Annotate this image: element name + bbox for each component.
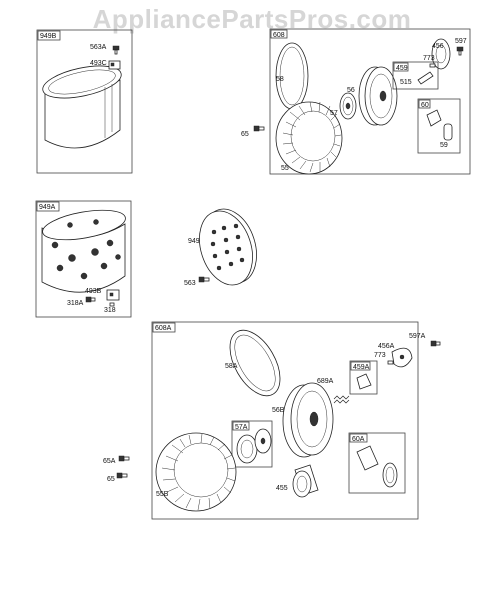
label-493c: 493C <box>90 60 107 67</box>
air-cleaner-screen-949 <box>199 208 257 286</box>
label-56: 56 <box>347 87 355 94</box>
panel-608a-frame <box>151 321 419 520</box>
label-455: 455 <box>276 485 288 492</box>
retainer-456 <box>431 38 451 70</box>
label-318: 318 <box>104 307 116 314</box>
label-456a: 456A <box>378 343 395 350</box>
label-493b: 493B <box>85 288 102 295</box>
box-459 <box>392 61 439 90</box>
retainer-456a <box>391 347 413 368</box>
spring-57 <box>339 92 357 120</box>
box-60a <box>348 432 406 494</box>
box-60a-tag <box>349 433 368 443</box>
label-318a: 318A <box>67 300 84 307</box>
label-55b: 55B <box>156 491 169 498</box>
label-55: 55 <box>281 165 289 172</box>
label-456: 456 <box>432 43 444 50</box>
label-459a: 459A <box>353 364 370 371</box>
screw-597a <box>430 340 441 347</box>
label-773b: 773 <box>374 352 386 359</box>
box-57a-tag <box>232 421 250 431</box>
pawl-459a <box>356 373 372 390</box>
screw-318 <box>109 302 115 307</box>
panel-608-frame <box>269 28 471 175</box>
pulley-56 <box>358 66 398 126</box>
pawl-515 <box>417 71 434 85</box>
screw-65 <box>253 125 265 132</box>
label-608: 608 <box>273 32 285 39</box>
screw-318a <box>85 296 96 303</box>
starter-handle-60a <box>356 445 398 488</box>
label-58: 58 <box>276 76 284 83</box>
label-597a: 597A <box>409 333 426 340</box>
box-459a-tag <box>350 361 371 371</box>
label-608a: 608A <box>155 325 172 332</box>
screw-563 <box>198 276 210 283</box>
box-60 <box>417 98 461 154</box>
washer-773 <box>429 63 436 68</box>
panel-608-tag <box>270 29 288 39</box>
panel-608: 608 58 55 <box>269 28 471 175</box>
label-65: 65 <box>241 131 249 138</box>
label-773: 773 <box>423 55 435 62</box>
label-563: 563 <box>184 280 196 287</box>
screw-65b <box>116 472 128 479</box>
pulley-56b <box>282 382 334 458</box>
bracket-493c <box>108 60 121 70</box>
label-459: 459 <box>396 65 408 72</box>
label-949a: 949A <box>39 204 56 211</box>
label-57a: 57A <box>235 424 248 431</box>
label-60: 60 <box>421 102 429 109</box>
air-cleaner-cover-949a <box>41 209 126 293</box>
bracket-493b <box>106 289 120 301</box>
starter-cup-455 <box>292 464 319 498</box>
box-57a <box>231 420 273 468</box>
label-689a: 689A <box>317 378 334 385</box>
panel-949b: 949B 563A 493C <box>36 29 133 174</box>
panel-949a: 949A 493B 318A 318 <box>35 200 132 318</box>
label-597: 597 <box>455 38 467 45</box>
spring-689a <box>333 395 350 404</box>
label-56b: 56B <box>272 407 285 414</box>
screw-65a <box>118 455 130 462</box>
starter-handle-60 <box>426 109 453 141</box>
label-60a: 60A <box>352 436 365 443</box>
panel-949b-tag <box>37 30 61 41</box>
rope-ring-58a <box>229 329 281 397</box>
blower-housing-55 <box>275 101 343 175</box>
label-563a: 563A <box>90 44 107 51</box>
blower-housing-55b <box>155 432 237 512</box>
label-65a: 65A <box>103 458 116 465</box>
watermark-text: AppliancePartsPros.com <box>93 4 412 34</box>
label-949b: 949B <box>40 33 57 40</box>
screw-563a <box>112 45 120 55</box>
label-57: 57 <box>330 110 338 117</box>
label-58a: 58A <box>225 363 238 370</box>
washer-773b <box>387 360 394 365</box>
box-459-tag <box>393 62 409 72</box>
air-cleaner-cover-949b <box>42 65 122 149</box>
panel-949a-tag <box>36 201 60 212</box>
label-515: 515 <box>400 79 412 86</box>
spring-57a <box>236 428 272 464</box>
panel-608a: 608A 58A 56B 689A 459A <box>151 321 441 520</box>
screw-597 <box>456 46 464 56</box>
box-60-tag <box>418 99 431 109</box>
panel-608a-tag <box>152 322 176 333</box>
label-949: 949 <box>188 238 200 245</box>
label-65b: 65 <box>107 476 115 483</box>
panel-949a-frame <box>35 200 132 318</box>
panel-949b-frame <box>36 29 133 174</box>
box-459a <box>349 360 378 395</box>
label-59: 59 <box>440 142 448 149</box>
